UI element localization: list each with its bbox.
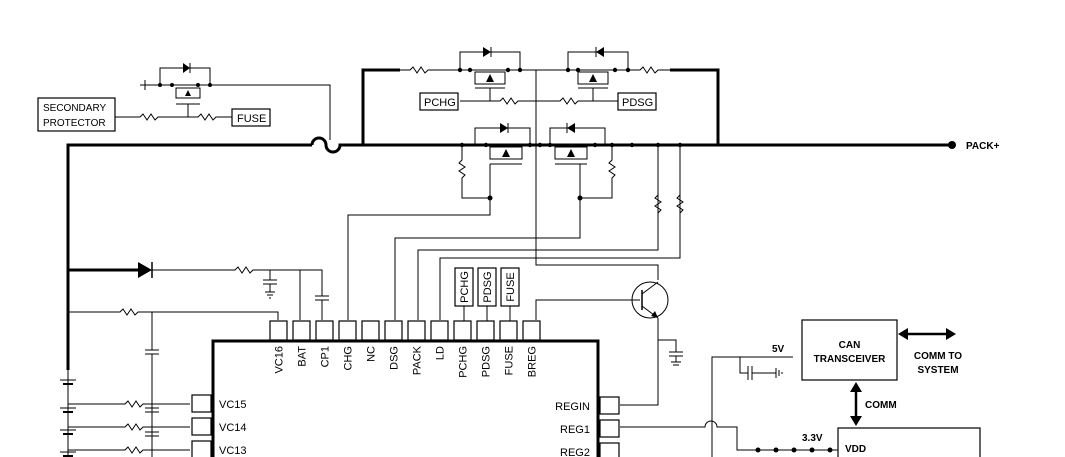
bjt-transistor (620, 281, 683, 406)
precharge-fet-pair (400, 47, 670, 105)
mcu-box (837, 427, 981, 457)
comm-label: COMM (865, 400, 897, 411)
secondary-protector-circuit (115, 63, 331, 140)
ic-pin-dsg (384, 320, 403, 341)
ic-pin-label-vc13: VC13 (219, 445, 247, 457)
pack-plus-label: PACK+ (966, 141, 1000, 152)
ic-pin-label-breg: BREG (527, 346, 539, 377)
gate-label-pdsg: PDSG (482, 271, 494, 302)
ic-pin-label-regin: REGIN (555, 401, 590, 413)
comm-to-system-label-l2: SYSTEM (917, 365, 958, 376)
gate-label-fuse: FUSE (505, 272, 517, 301)
ic-pin-label-vc16: VC16 (274, 346, 286, 374)
ic-pin-vc15 (191, 394, 212, 413)
ic-pin-cp1 (315, 320, 334, 341)
can-transceiver-label-l1: CAN (839, 340, 861, 351)
3v3-label: 3.3V (802, 433, 823, 444)
cell-stack (60, 370, 190, 457)
main-bus (66, 68, 952, 370)
ic-pin-breg (522, 320, 541, 341)
5v-label: 5V (772, 344, 785, 355)
ic-pin-label-fuse: FUSE (504, 346, 516, 375)
secondary-protector-box (37, 97, 116, 132)
fuse-label-box (231, 108, 271, 127)
ic-pin-label-pack: PACK (412, 345, 424, 375)
main-fets (458, 70, 683, 201)
gate-label-pchg: PCHG (459, 271, 471, 303)
comm-arrow (850, 382, 862, 426)
ic-pin-nc (361, 320, 380, 341)
ic-pin-pchg (453, 320, 472, 341)
can-transceiver-label-l2: TRANSCEIVER (814, 354, 886, 365)
ic-pin-reg2 (599, 442, 620, 457)
pack-plus-terminal (948, 141, 956, 149)
ic-pin-bat (292, 320, 311, 341)
ic-pin-vc14 (191, 417, 212, 436)
pchg-gate-label-box (419, 92, 459, 111)
pdsg-gate-label-box (617, 92, 657, 111)
ic-pin-label-vc14: VC14 (219, 422, 247, 434)
ic-pin-label-bat: BAT (297, 346, 309, 367)
ic-pin-chg (338, 320, 357, 341)
ic-pin-label-ld: LD (435, 346, 447, 360)
ic-pin-pack (407, 320, 426, 341)
vdd-label: VDD (845, 444, 866, 455)
pchg-gate-label: PCHG (424, 97, 456, 109)
pdsg-gate-label: PDSG (622, 97, 653, 109)
ic-gate-labels: PCHG PDSG FUSE (454, 267, 520, 321)
ic-top-pins: VC16 BAT CP1 CHG NC DSG PACK LD PCHG PDSG FUSE BREG (269, 320, 541, 378)
ic-pin-ld (430, 320, 449, 341)
comm-to-system-arrow (898, 328, 956, 340)
ic-pin-reg1 (599, 419, 620, 438)
ic-pin-label-pchg: PCHG (458, 346, 470, 378)
ic-pin-fuse (499, 320, 518, 341)
can-transceiver-box (801, 319, 898, 381)
ic-pin-regin (599, 396, 620, 415)
supply-network (68, 145, 684, 457)
monitor-ic-body (211, 339, 600, 457)
ic-pin-label-cp1: CP1 (320, 346, 332, 367)
ic-pin-vc16 (269, 320, 288, 341)
ic-pin-label-reg1: REG1 (560, 424, 590, 436)
ic-pin-pdsg (476, 320, 495, 341)
ic-pin-label-chg: CHG (343, 346, 355, 370)
ic-pin-vc13 (191, 440, 212, 457)
ic-pin-label-nc: NC (366, 346, 378, 362)
secondary-protector-label-l2: PROTECTOR (43, 118, 106, 129)
ic-pin-label-dsg: DSG (389, 346, 401, 370)
ic-pin-label-reg2: REG2 (560, 447, 590, 457)
ic-pin-label-pdsg: PDSG (481, 346, 493, 377)
secondary-protector-label-l1: SECONDARY (43, 103, 106, 114)
fuse-label: FUSE (237, 113, 266, 125)
comm-to-system-label-l1: COMM TO (914, 351, 962, 362)
regulator-network (620, 356, 845, 457)
ic-pin-label-vc15: VC15 (219, 399, 247, 411)
